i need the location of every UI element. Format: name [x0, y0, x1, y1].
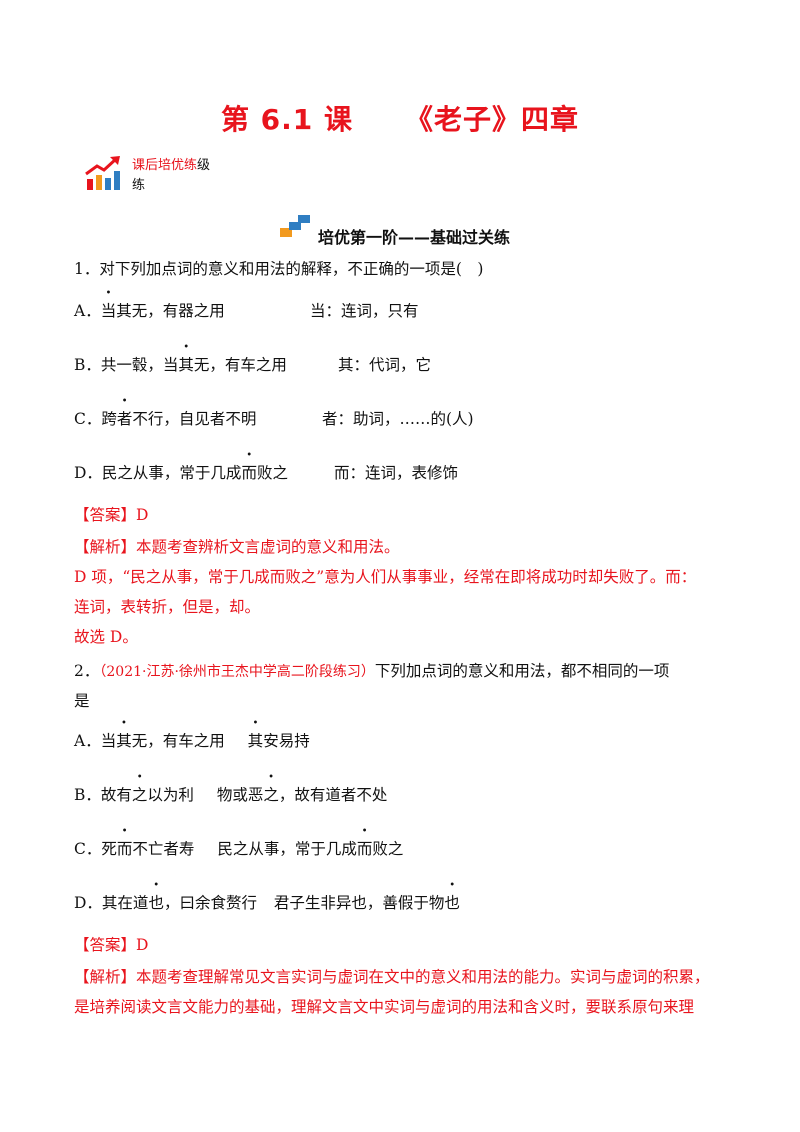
dotted-char: 而 — [241, 462, 257, 484]
option-text: 不行，自见者不明 — [132, 410, 257, 428]
option-text: ，故有道者不处 — [278, 786, 388, 804]
q2-stem-cont: 是 — [74, 692, 90, 710]
dotted-char: 其 — [116, 730, 132, 752]
q1-conclusion: 故选 D。 — [74, 628, 138, 646]
analysis-tag: 【解析】 — [74, 538, 137, 556]
badge-label: 课后培优练级 练 — [132, 156, 222, 196]
answer-value: D — [136, 936, 149, 954]
option-note: 当：连词，只有 — [310, 302, 419, 320]
question-source: （2021·江苏·徐州市王杰中学高二阶段练习） — [99, 664, 375, 680]
dotted-char: 当 — [101, 300, 117, 322]
title-lesson: 第 6.1 课 — [220, 103, 354, 136]
analysis-text: 本题考查辨析文言虚词的意义和用法。 — [136, 538, 400, 556]
option-note: 而：连词，表修饰 — [334, 464, 459, 482]
option-prefix: A．当 — [74, 732, 117, 750]
option-text: ，曰余食赘行 — [163, 894, 257, 912]
badge-label-black: 级 — [197, 158, 211, 173]
q2-option-a: A．当其无，有车之用 其安易持 — [74, 730, 310, 752]
option-text: 民之从事，常于几成 — [217, 840, 357, 858]
q2-answer: 【答案】D — [74, 934, 148, 956]
option-text: 无，有车之用 — [193, 356, 287, 374]
question-number: 2． — [74, 662, 100, 680]
page-title: 第 6.1 课 《老子》四章 — [0, 98, 800, 138]
option-prefix: D．民之从事，常于几成 — [74, 464, 242, 482]
answer-tag: 【答案】 — [74, 506, 137, 524]
q1-option-a: A．当其无，有器之用 当：连词，只有 — [74, 300, 419, 322]
option-text: 无，有车之用 — [131, 732, 225, 750]
option-note: 其：代词，它 — [338, 356, 432, 374]
option-text: 败之 — [256, 464, 288, 482]
q1-analysis: 【解析】本题考查辨析文言虚词的意义和用法。 — [74, 536, 400, 558]
option-text: 败之 — [372, 840, 404, 858]
badge-label-line2: 练 — [132, 178, 146, 193]
option-prefix: D．其在道 — [74, 894, 149, 912]
option-text: 以为利 — [147, 786, 194, 804]
stairs-icon — [280, 215, 310, 237]
section-title: 培优第一阶——基础过关练 — [318, 228, 511, 247]
badge-label-red: 课后培优练 — [132, 158, 198, 173]
q2-analysis-line1: 【解析】本题考查理解常见文言实词与虚词在文中的意义和用法的能力。实词与虚词的积累… — [74, 966, 710, 988]
dotted-char: 之 — [263, 784, 279, 806]
dotted-char: 也 — [444, 892, 460, 914]
q1-option-d: D．民之从事，常于几成而败之 而：连词，表修饰 — [74, 462, 458, 484]
dotted-char: 其 — [178, 354, 194, 376]
q2-option-c: C．死而不亡者寿 民之从事，常于几成而败之 — [74, 838, 403, 860]
option-prefix: B．故有 — [74, 786, 132, 804]
q1-explain-line1: D 项，“民之从事，常于几成而败之”意为人们从事事业，经常在即将成功时却失败了。… — [74, 568, 697, 586]
option-prefix: C．死 — [74, 840, 117, 858]
question-stem: 下列加点词的意义和用法，都不相同的一项 — [374, 662, 670, 680]
dotted-char: 之 — [132, 784, 148, 806]
q1-option-b: B．共一毂，当其无，有车之用 其：代词，它 — [74, 354, 431, 376]
option-prefix: C．跨 — [74, 410, 117, 428]
dotted-char: 其 — [248, 730, 264, 752]
growth-chart-icon — [85, 156, 120, 190]
q2-option-d: D．其在道也，曰余食赘行 君子生非异也，善假于物也 — [74, 892, 460, 914]
option-text: 物或恶 — [216, 786, 264, 804]
q1-explain-line2: 连词，表转折，但是，却。 — [74, 598, 261, 616]
q2-stem: 2．（2021·江苏·徐州市王杰中学高二阶段练习）下列加点词的意义和用法，都不相… — [74, 660, 669, 683]
dotted-char: 者 — [117, 408, 133, 430]
dotted-char: 而 — [117, 838, 133, 860]
option-text: 其无，有器之用 — [116, 302, 225, 320]
option-prefix: A． — [74, 302, 101, 320]
option-note: 者：助词，……的(人) — [322, 410, 474, 428]
q2-analysis-line2: 是培养阅读文言文能力的基础，理解文言文中实词与虚词的用法和含义时，要联系原句来理 — [74, 998, 695, 1016]
option-text: 君子生非异也，善假于物 — [273, 894, 445, 912]
option-text: 安易持 — [263, 732, 310, 750]
homework-badge: 课后培优练级 练 — [84, 152, 224, 197]
dotted-char: 而 — [357, 838, 373, 860]
answer-tag: 【答案】 — [74, 936, 137, 954]
q1-option-c: C．跨者不行，自见者不明 者：助词，……的(人) — [74, 408, 474, 430]
analysis-tag: 【解析】 — [74, 968, 137, 986]
option-prefix: B．共一毂，当 — [74, 356, 179, 374]
q1-answer: 【答案】D — [74, 504, 148, 526]
answer-value: D — [136, 506, 149, 524]
q1-stem: 1．对下列加点词的意义和用法的解释，不正确的一项是( ) — [74, 260, 484, 278]
option-text: 不亡者寿 — [132, 840, 195, 858]
dotted-char: 也 — [148, 892, 164, 914]
title-text: 《老子》四章 — [405, 103, 580, 136]
analysis-text: 本题考查理解常见文言实词与虚词在文中的意义和用法的能力。实词与虚词的积累， — [136, 968, 710, 986]
q2-option-b: B．故有之以为利 物或恶之，故有道者不处 — [74, 784, 387, 806]
